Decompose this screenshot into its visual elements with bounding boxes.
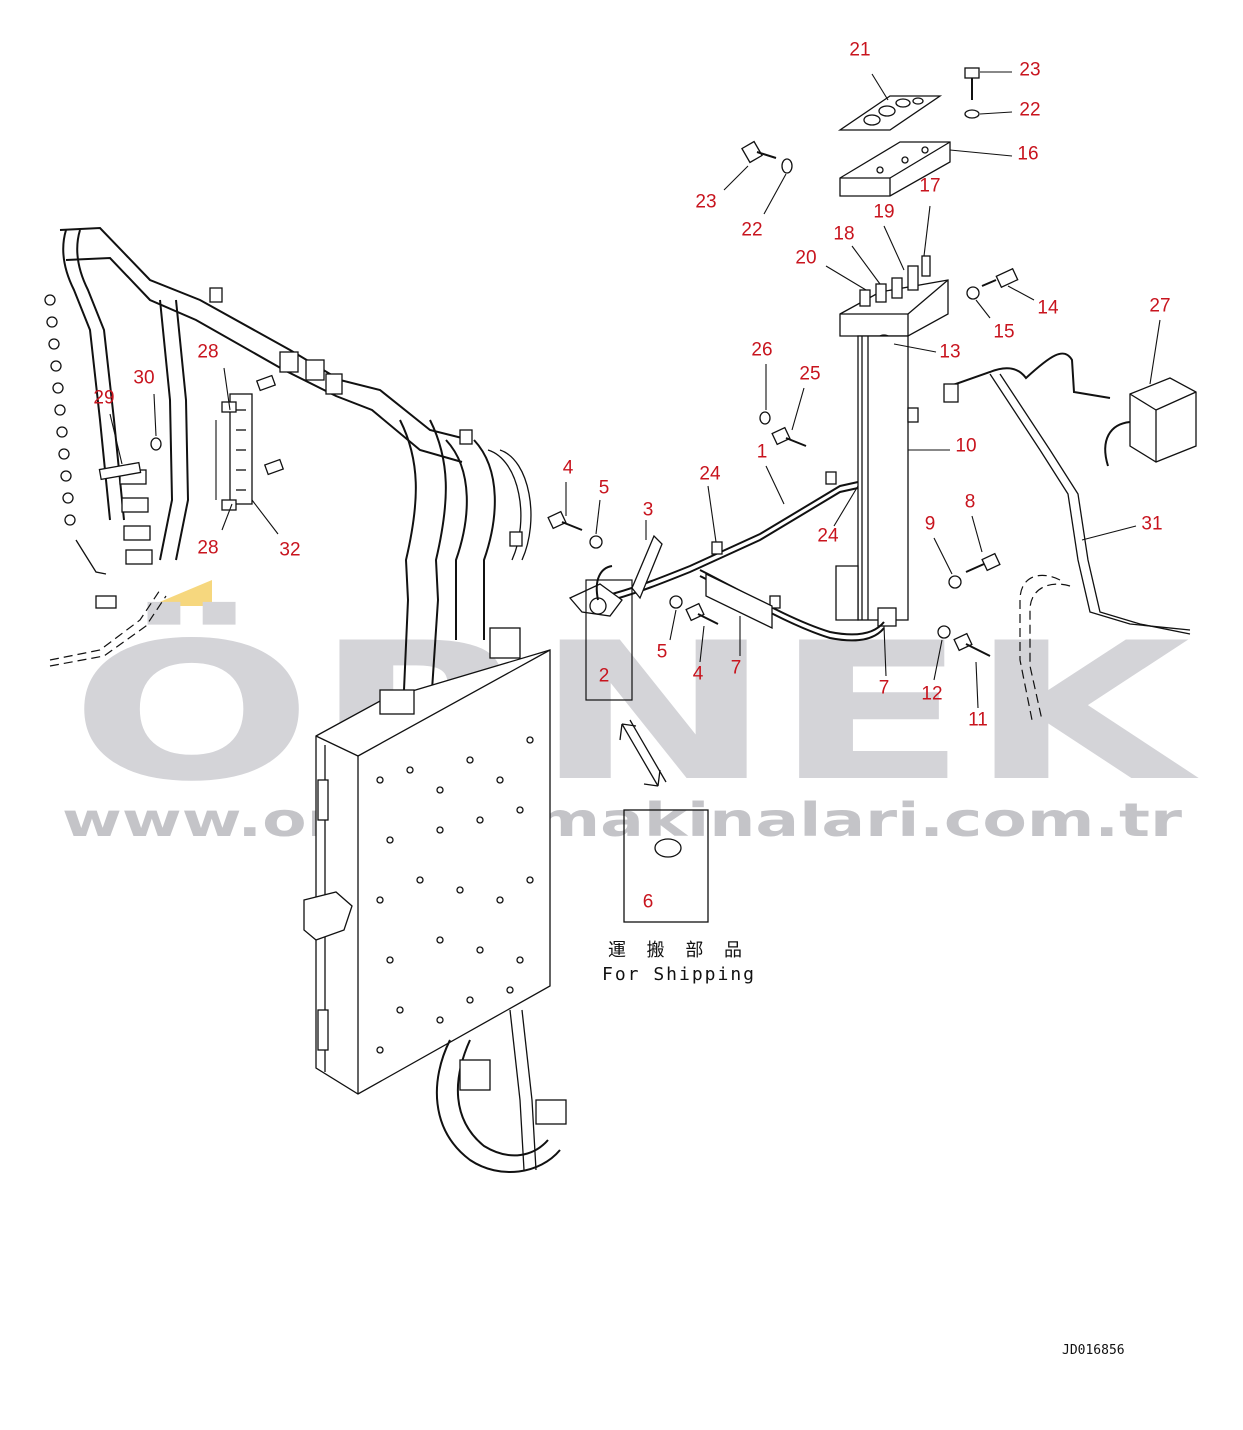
top-bracket-assembly (741, 67, 1019, 354)
mounting-bracket (839, 141, 951, 197)
callout-27: 27 (1149, 296, 1170, 317)
callout-21: 21 (849, 40, 870, 61)
callout-25: 25 (799, 364, 820, 385)
callout-22: 22 (741, 220, 762, 241)
callout-30: 30 (133, 368, 154, 389)
callout-6: 6 (643, 892, 654, 913)
housing-body (315, 649, 551, 1095)
watermark-brand: ÖRNEK (70, 601, 1199, 823)
callout-32: 32 (279, 540, 300, 561)
shipping-label-english: For Shipping (602, 964, 754, 985)
callout-19: 19 (873, 202, 894, 223)
callout-5: 5 (599, 478, 610, 499)
callout-7: 7 (731, 658, 742, 679)
link-arrow (619, 723, 661, 787)
callout-5: 5 (657, 642, 668, 663)
callout-28: 28 (197, 342, 218, 363)
callout-8: 8 (965, 492, 976, 513)
callout-26: 26 (751, 340, 772, 361)
shipping-cap (654, 838, 682, 858)
post-body (857, 335, 909, 621)
shipping-part-box (623, 809, 709, 923)
callout-11: 11 (968, 710, 988, 731)
relay-unit (1129, 377, 1197, 463)
terminal-block (229, 393, 253, 505)
callout-2: 2 (599, 666, 610, 687)
callout-28: 28 (197, 538, 218, 559)
callout-3: 3 (643, 500, 654, 521)
callout-labels: 21 23 22 16 23 22 17 19 18 20 14 15 27 1… (93, 40, 1170, 913)
watermark: ÖRNEK www.ornekismakinalari.com.tr (62, 580, 1199, 847)
callout-18: 18 (833, 224, 854, 245)
housing-fasteners (376, 736, 534, 1054)
leader-lines (109, 71, 1161, 709)
watermark-url: www.ornekismakinalari.com.tr (62, 793, 1182, 847)
callout-24: 24 (817, 526, 839, 547)
callout-24: 24 (699, 464, 721, 485)
callout-20: 20 (795, 248, 816, 269)
callout-10: 10 (955, 436, 976, 457)
controller-housing (303, 627, 567, 1173)
watermark-accent-mark (150, 580, 212, 606)
callout-17: 17 (919, 176, 940, 197)
vertical-post (835, 335, 919, 627)
left-harness (44, 226, 532, 691)
callout-7: 7 (879, 678, 890, 699)
callout-15: 15 (993, 322, 1014, 343)
callout-13: 13 (939, 342, 960, 363)
callout-4: 4 (563, 458, 574, 479)
shipping-label-japanese: 運 搬 部 品 (608, 940, 742, 961)
wiring-harness (547, 411, 1001, 701)
callout-1: 1 (757, 442, 768, 463)
callout-23: 23 (1019, 60, 1040, 81)
gasket-plate (837, 95, 943, 131)
callout-9: 9 (925, 514, 936, 535)
right-harness (943, 352, 1197, 721)
callout-12: 12 (921, 684, 942, 705)
callout-22: 22 (1019, 100, 1040, 121)
callout-31: 31 (1141, 514, 1162, 535)
drawing-code: JD016856 (1062, 1343, 1125, 1358)
callout-14: 14 (1037, 298, 1059, 319)
callout-16: 16 (1017, 144, 1038, 165)
callout-23: 23 (695, 192, 716, 213)
callout-4: 4 (693, 664, 704, 685)
callout-29: 29 (93, 388, 114, 409)
